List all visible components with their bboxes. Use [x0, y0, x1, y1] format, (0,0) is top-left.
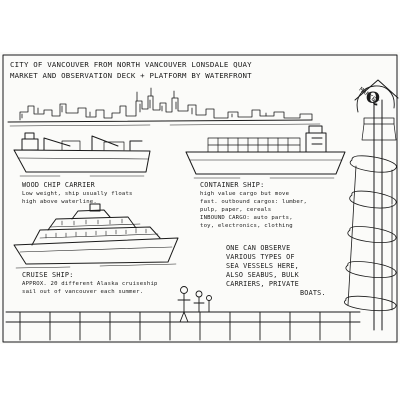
sketch-sheet — [0, 52, 400, 344]
observe-line: VARIOUS TYPES OF — [226, 253, 295, 261]
container-heading: CONTAINER SHIP: — [200, 181, 265, 189]
observe-line: SEA VESSELS HERE, — [226, 262, 299, 270]
container-ship-drawing — [185, 125, 346, 179]
observe-line: CARRIERS, PRIVATE — [226, 280, 299, 288]
container-line: INBOUND CARGO: auto parts, — [200, 215, 293, 221]
cruise-ship-drawing — [13, 203, 179, 269]
container-line: fast. outbound cargos: lumber, — [200, 199, 308, 205]
observation-tower-drawing — [344, 79, 399, 331]
wood-chip-heading: WOOD CHIP CARRIER — [22, 181, 95, 189]
wood-chip-line: Low weight, ship usually floats — [22, 191, 133, 197]
tower-logo-letter: Q — [366, 88, 381, 107]
title-line-2: MARKET AND OBSERVATION DECK + PLATFORM B… — [10, 71, 252, 80]
sketch-frame — [2, 54, 398, 343]
container-line: toy, electronics, clothing — [200, 223, 293, 229]
wood-chip-carrier-drawing — [13, 132, 151, 177]
container-line: pulp, paper, cereals — [200, 207, 272, 213]
container-line: high value cargo but move — [200, 191, 290, 197]
title-line-1: CITY OF VANCOUVER FROM NORTH VANCOUVER L… — [10, 60, 252, 69]
observe-line: ONE CAN OBSERVE — [226, 244, 291, 252]
cruise-heading: CRUISE SHIP: — [22, 271, 74, 279]
observe-line: BOATS. — [300, 289, 326, 297]
cruise-line: sail out of vancouver each summer. — [22, 289, 144, 295]
pier-railing-drawing — [5, 286, 361, 341]
city-skyline — [7, 87, 321, 127]
cruise-line: APPROX. 20 different Alaska cruiseship — [22, 281, 158, 287]
wood-chip-line: high above waterline. — [22, 199, 97, 205]
observe-line: ALSO SEABUS, BULK — [226, 271, 299, 279]
